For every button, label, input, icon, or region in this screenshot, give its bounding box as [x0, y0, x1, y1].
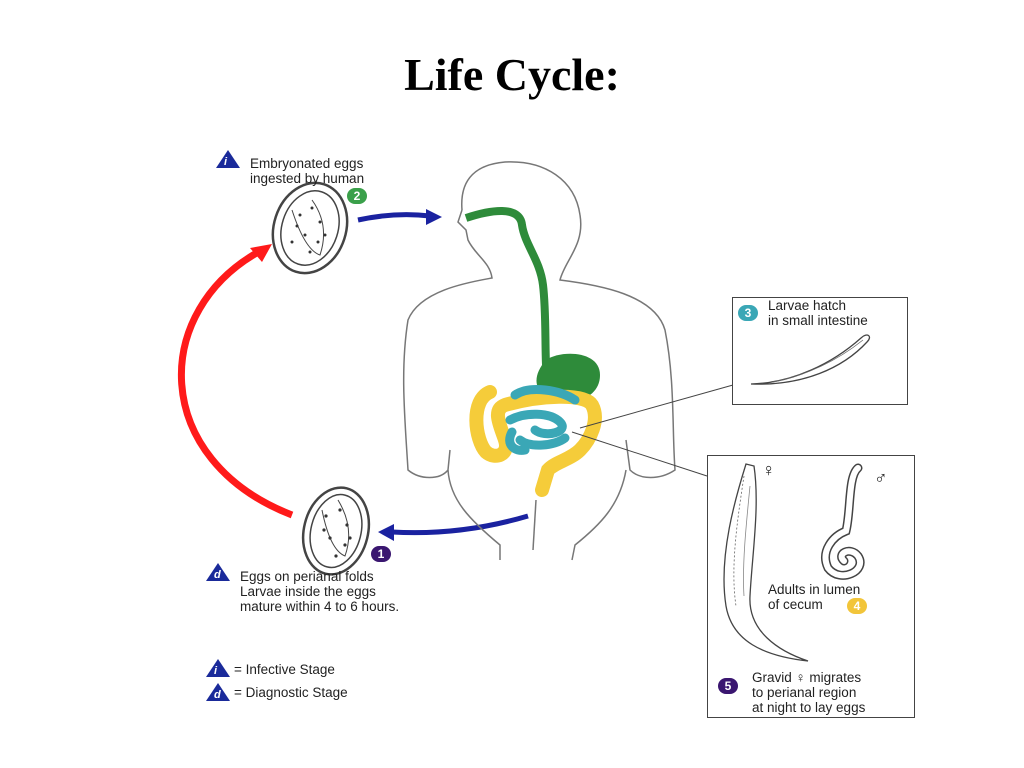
legend-infective-icon: i [206, 659, 230, 677]
large-intestine [469, 385, 602, 497]
male-symbol-icon: ♂ [874, 468, 888, 488]
stage3-line1: Larvae hatch [768, 298, 847, 313]
blue-arrow-head-top [426, 209, 442, 225]
human-outline [402, 161, 676, 561]
larva-figure [750, 334, 871, 385]
diagnostic-marker-icon: d [206, 563, 230, 581]
stage5-line2: to perianal region [752, 685, 857, 700]
egg-top [271, 181, 349, 275]
legend-diagnostic-icon: d [206, 683, 230, 701]
blue-arrow-to-egg [391, 513, 529, 536]
stage3-badge: 3 [738, 305, 758, 321]
adult-worms-figure [723, 463, 865, 662]
blue-arrow-head-bottom [378, 524, 394, 541]
esophagus-stomach [464, 207, 550, 366]
legend-diagnostic-label: = Diagnostic Stage [234, 685, 348, 700]
adults-callout-box [707, 455, 915, 718]
blue-arrow-to-mouth [357, 212, 431, 223]
legend-infective-label: = Infective Stage [234, 662, 335, 677]
stage3-line2: in small intestine [768, 313, 868, 328]
page-title: Life Cycle: [404, 49, 620, 100]
stage2-line2: ingested by human [250, 171, 365, 186]
egg-bottom [301, 486, 371, 576]
stage5-badge: 5 [718, 678, 738, 694]
female-symbol-icon: ♀ [762, 460, 776, 480]
small-intestine [505, 385, 580, 455]
red-arrow-head [250, 244, 272, 262]
stage2-line1: Embryonated eggs [250, 156, 364, 171]
egg-bottom-dots [322, 508, 352, 558]
stage5-line1: Gravid ♀ migrates [752, 670, 862, 685]
stage4-line2: of cecum [768, 597, 823, 612]
red-cycle-arrow [177, 246, 294, 519]
stage1-line2: Larvae inside the eggs [240, 584, 376, 599]
stage2-badge: 2 [347, 188, 367, 204]
egg-top-dots [290, 206, 327, 254]
stage4-badge: 4 [847, 598, 867, 614]
callout-line-adults [571, 431, 708, 477]
infective-marker-icon: i [216, 150, 240, 168]
stage5-line3: at night to lay eggs [752, 700, 866, 715]
stage1-badge: 1 [371, 546, 391, 562]
callout-line-larvae [579, 384, 734, 429]
stage1-line3: mature within 4 to 6 hours. [240, 599, 400, 614]
larvae-callout-box [732, 297, 908, 405]
stage4-line1: Adults in lumen [768, 582, 861, 597]
stage1-line1: Eggs on perianal folds [240, 569, 374, 584]
